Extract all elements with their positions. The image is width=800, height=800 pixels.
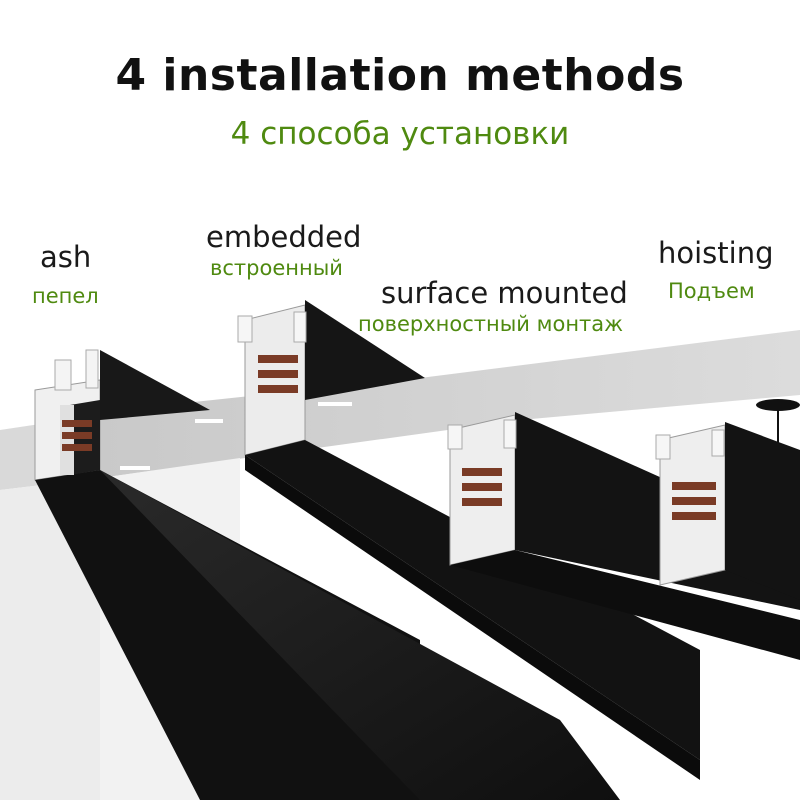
profile-embedded (237, 300, 700, 780)
method-hoisting-label: hoisting (658, 236, 774, 270)
method-ash-label-ru: пепел (32, 284, 99, 308)
profile-ash (34, 349, 620, 800)
method-surface-label: surface mounted (381, 276, 628, 310)
method-embedded-label-ru: встроенный (210, 256, 343, 280)
page-title: 4 installation methods (115, 50, 685, 101)
method-ash-label: ash (40, 240, 92, 274)
page-subtitle: 4 способа установки (230, 116, 570, 152)
method-hoisting-label-ru: Подъем (668, 279, 755, 303)
method-surface-label-ru: поверхностный монтаж (358, 312, 624, 336)
profile-hoisting (655, 399, 800, 600)
method-embedded-label: embedded (206, 220, 362, 254)
